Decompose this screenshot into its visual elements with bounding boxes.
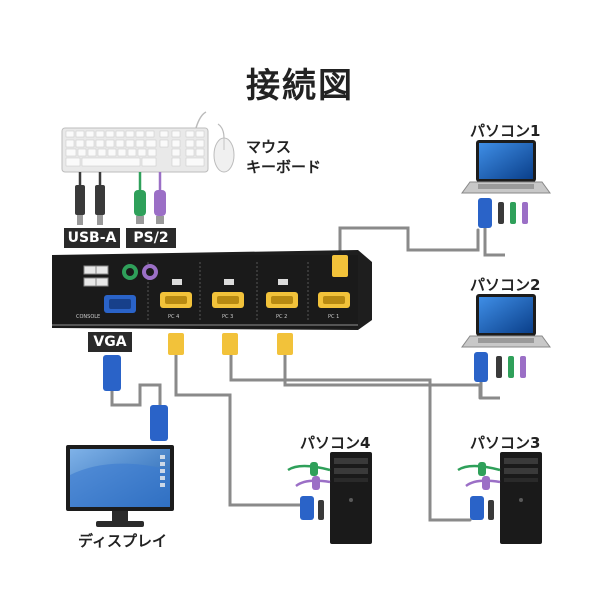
ps2-tag: PS/2 — [126, 228, 176, 248]
ps2-plugs — [134, 190, 166, 224]
mouse-label: マウス — [246, 138, 292, 156]
display-label: ディスプレイ — [78, 532, 167, 550]
display-vga-plugs — [103, 355, 168, 441]
pc3-label: パソコン3 — [470, 434, 541, 452]
usb-plugs — [75, 185, 105, 225]
kvm-switch — [52, 250, 372, 330]
kbd-mouse-cables — [78, 172, 162, 190]
gold-plugs — [168, 333, 293, 355]
keyboard-label: キーボード — [246, 158, 322, 176]
vga-tag: VGA — [88, 332, 132, 352]
pc4-label: パソコン4 — [300, 434, 371, 452]
usb-a-tag: USB-A — [64, 228, 120, 248]
pc2-label: パソコン2 — [470, 276, 541, 294]
keyboard-illustration — [61, 111, 209, 173]
cable-pc1 — [338, 226, 480, 260]
cable-display — [110, 383, 162, 422]
cables — [110, 226, 482, 522]
mouse-illustration — [213, 123, 235, 173]
tower-pc3 — [457, 452, 542, 544]
port-pc4-label: PC 4 — [168, 314, 180, 320]
port-pc1-label: PC 1 — [328, 314, 340, 320]
port-pc2-label: PC 2 — [276, 314, 288, 320]
pc3-plugs — [457, 462, 501, 520]
laptop-pc1 — [461, 140, 551, 257]
tower-pc4 — [287, 452, 372, 544]
cable-pc3 — [229, 353, 472, 522]
pc1-label: パソコン1 — [470, 122, 541, 140]
cable-pc2 — [283, 353, 482, 400]
display-illustration — [66, 445, 174, 527]
page-title: 接続図 — [246, 66, 354, 106]
laptop-pc2 — [461, 294, 551, 400]
console-label: CONSOLE — [76, 314, 101, 320]
pc4-plugs — [287, 462, 331, 520]
cable-pc4 — [174, 353, 312, 507]
port-pc3-label: PC 3 — [222, 314, 234, 320]
